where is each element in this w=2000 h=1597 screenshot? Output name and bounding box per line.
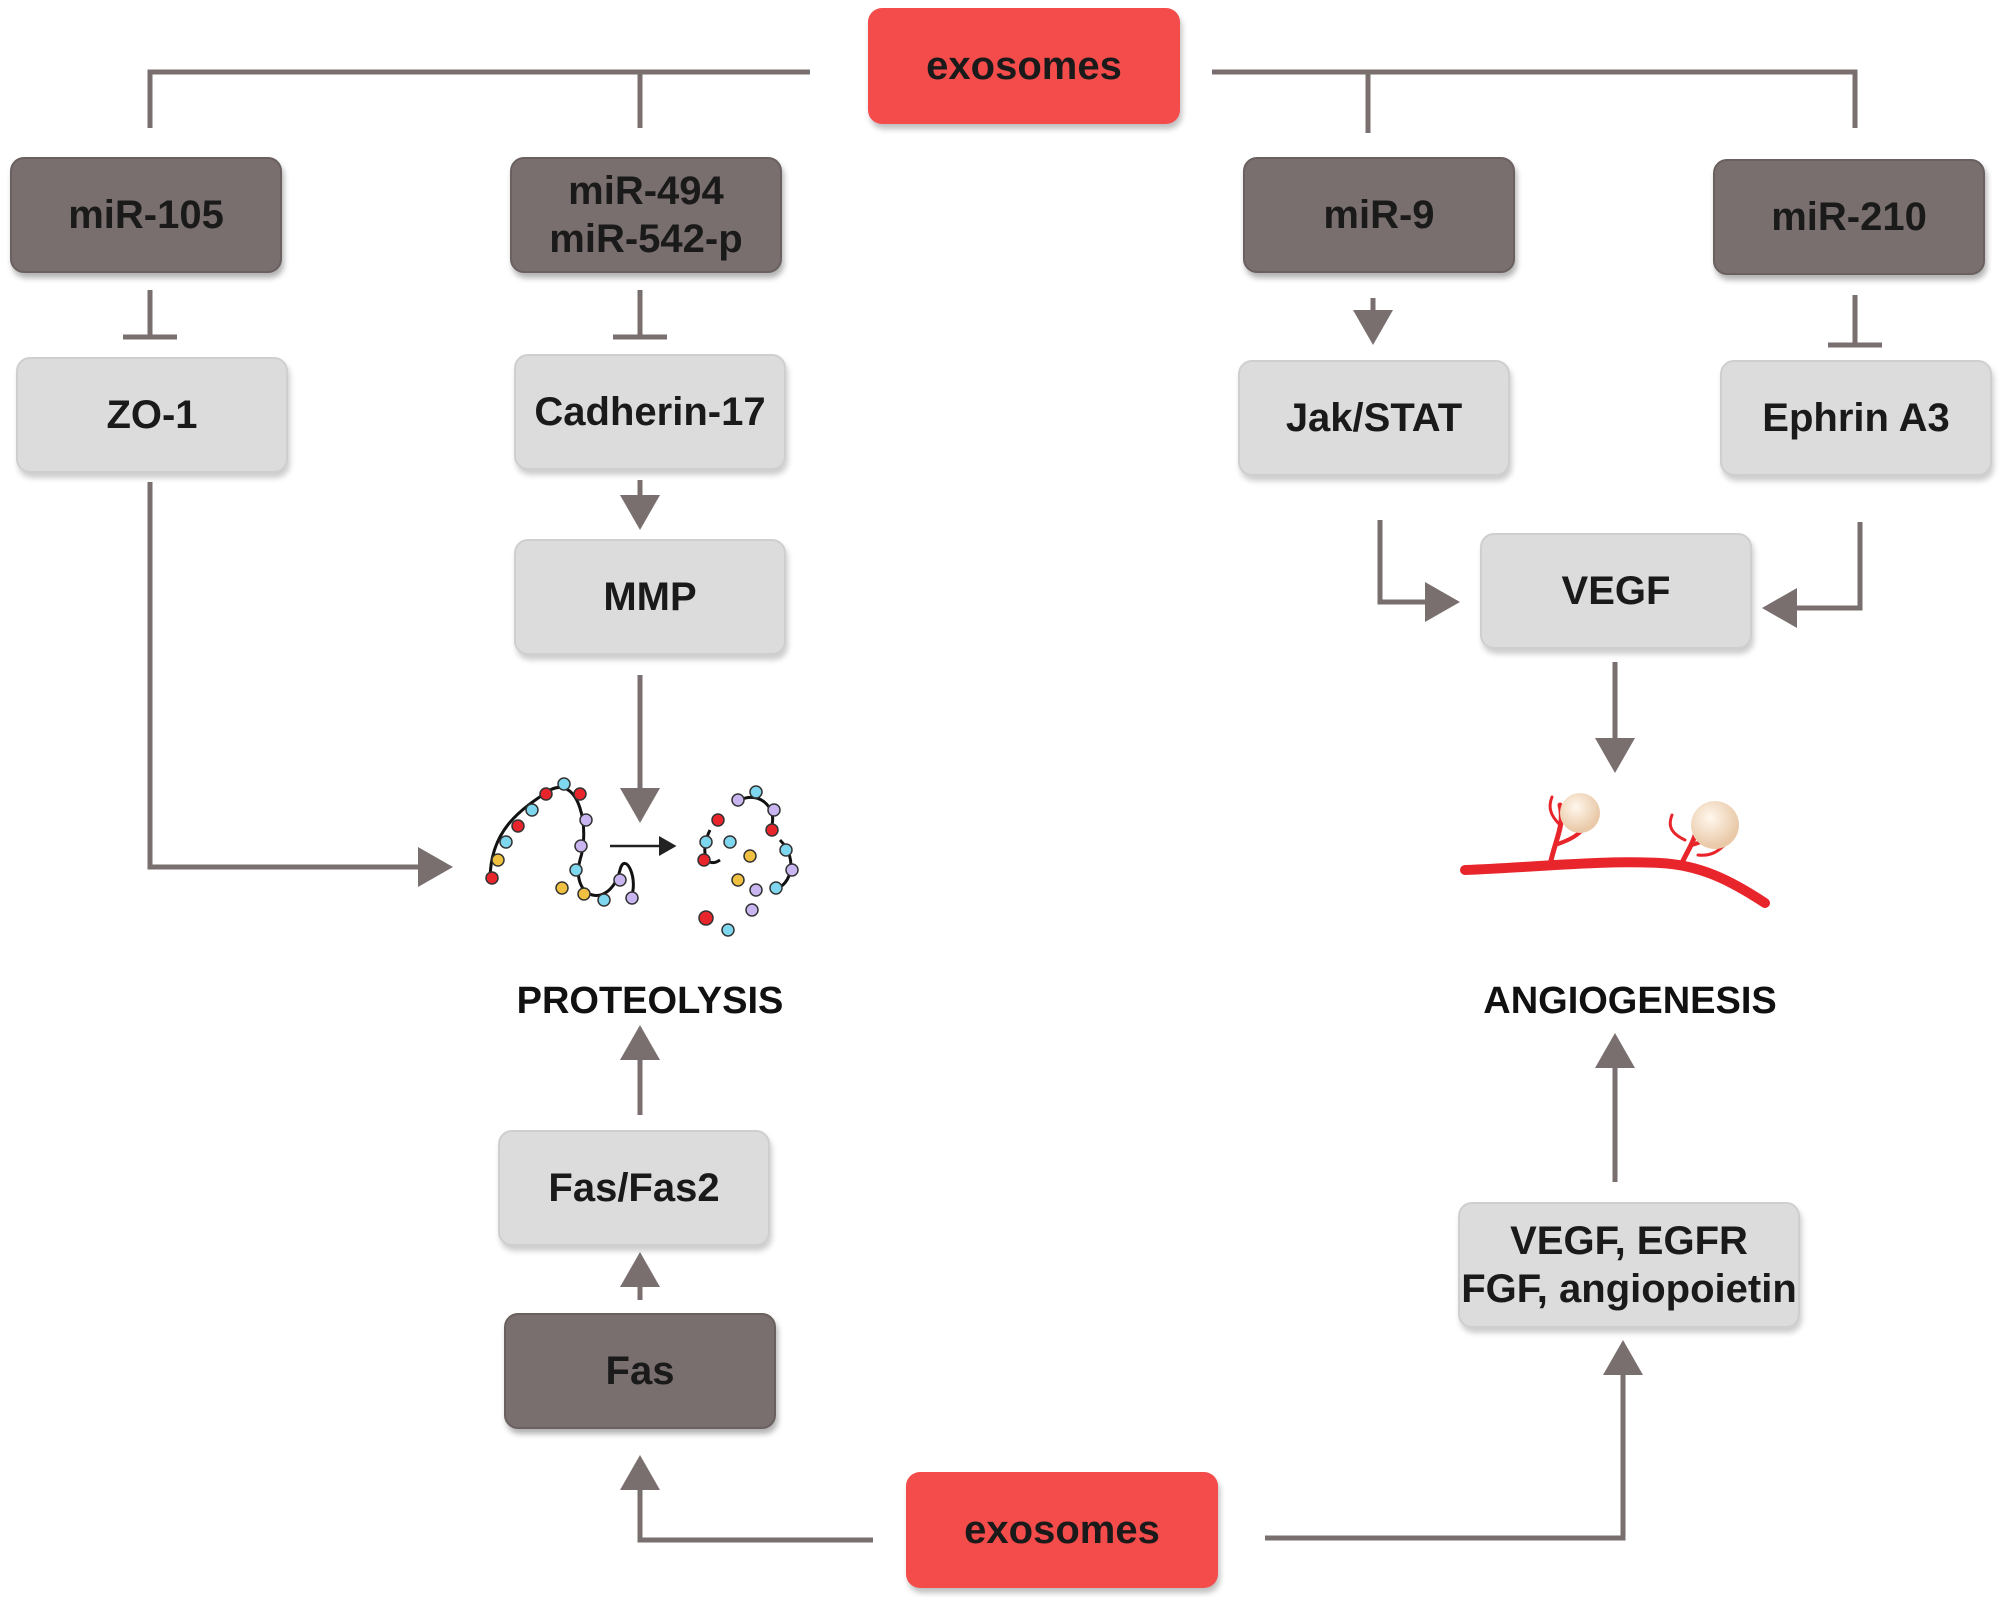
- exosomes-bottom-box: exosomes: [906, 1472, 1218, 1588]
- arrow-zo1-proteolysis: [147, 482, 453, 887]
- cadherin17-box: Cadherin-17: [514, 354, 786, 470]
- jakstat-label: Jak/STAT: [1285, 396, 1463, 440]
- growth-factors-line2: FGF, angiopoietin: [1461, 1267, 1797, 1311]
- mir105-label: miR-105: [68, 193, 224, 237]
- proteolysis-label: PROTEOLYSIS: [516, 980, 784, 1022]
- zo1-label: ZO-1: [106, 393, 198, 437]
- fas-label: Fas: [605, 1349, 675, 1393]
- inhibit-cadherin: [613, 290, 667, 340]
- top-left-branch: [147, 69, 810, 128]
- ephrin-a3-box: Ephrin A3: [1720, 360, 1992, 476]
- intact-protein-chain: [485, 777, 639, 907]
- arrow-ephrin-vegf: [1762, 522, 1863, 628]
- growth-factors-box: VEGF, EGFR FGF, angiopoietin: [1458, 1202, 1800, 1328]
- cell-2: [1691, 801, 1739, 849]
- mir494-label: miR-494: [568, 169, 724, 213]
- growth-factors-line1: VEGF, EGFR: [1510, 1219, 1748, 1263]
- exosomes-top-box: exosomes: [868, 8, 1180, 124]
- mir210-label: miR-210: [1771, 195, 1927, 239]
- vegf-label: VEGF: [1561, 569, 1671, 613]
- vegf-box: VEGF: [1480, 533, 1752, 649]
- arrow-bottom-to-growth: [1265, 1340, 1643, 1541]
- mir9-label: miR-9: [1323, 193, 1435, 237]
- arrow-bottom-to-fas: [620, 1455, 873, 1543]
- mir542-label: miR-542-p: [549, 217, 743, 261]
- ephrin-a3-label: Ephrin A3: [1762, 396, 1950, 440]
- exosomes-bottom-label: exosomes: [964, 1508, 1160, 1552]
- cleaved-fragments: [697, 785, 799, 937]
- exosomes-top-label: exosomes: [926, 44, 1122, 88]
- top-right-branch: [1212, 69, 1858, 128]
- fas-fas2-box: Fas/Fas2: [498, 1130, 770, 1246]
- inhibit-ephrin: [1828, 295, 1882, 348]
- angiogenesis-label: ANGIOGENESIS: [1483, 980, 1777, 1022]
- cadherin17-label: Cadherin-17: [534, 390, 766, 434]
- inhibit-zo1: [123, 290, 177, 340]
- mir9-box: miR-9: [1243, 157, 1515, 273]
- mmp-box: MMP: [514, 539, 786, 655]
- cell-1: [1560, 793, 1600, 833]
- mir210-box: miR-210: [1713, 159, 1985, 275]
- zo1-box: ZO-1: [16, 357, 288, 473]
- jakstat-box: Jak/STAT: [1238, 360, 1510, 476]
- fas-box: Fas: [504, 1313, 776, 1429]
- protein-chain-illustration: [485, 777, 799, 937]
- mir105-box: miR-105: [10, 157, 282, 273]
- mmp-label: MMP: [603, 575, 697, 619]
- blood-vessel-illustration: [1460, 793, 1770, 908]
- mir494-box: miR-494 miR-542-p: [510, 157, 782, 273]
- arrow-jakstat-vegf: [1377, 520, 1460, 622]
- fas-fas2-label: Fas/Fas2: [548, 1166, 720, 1210]
